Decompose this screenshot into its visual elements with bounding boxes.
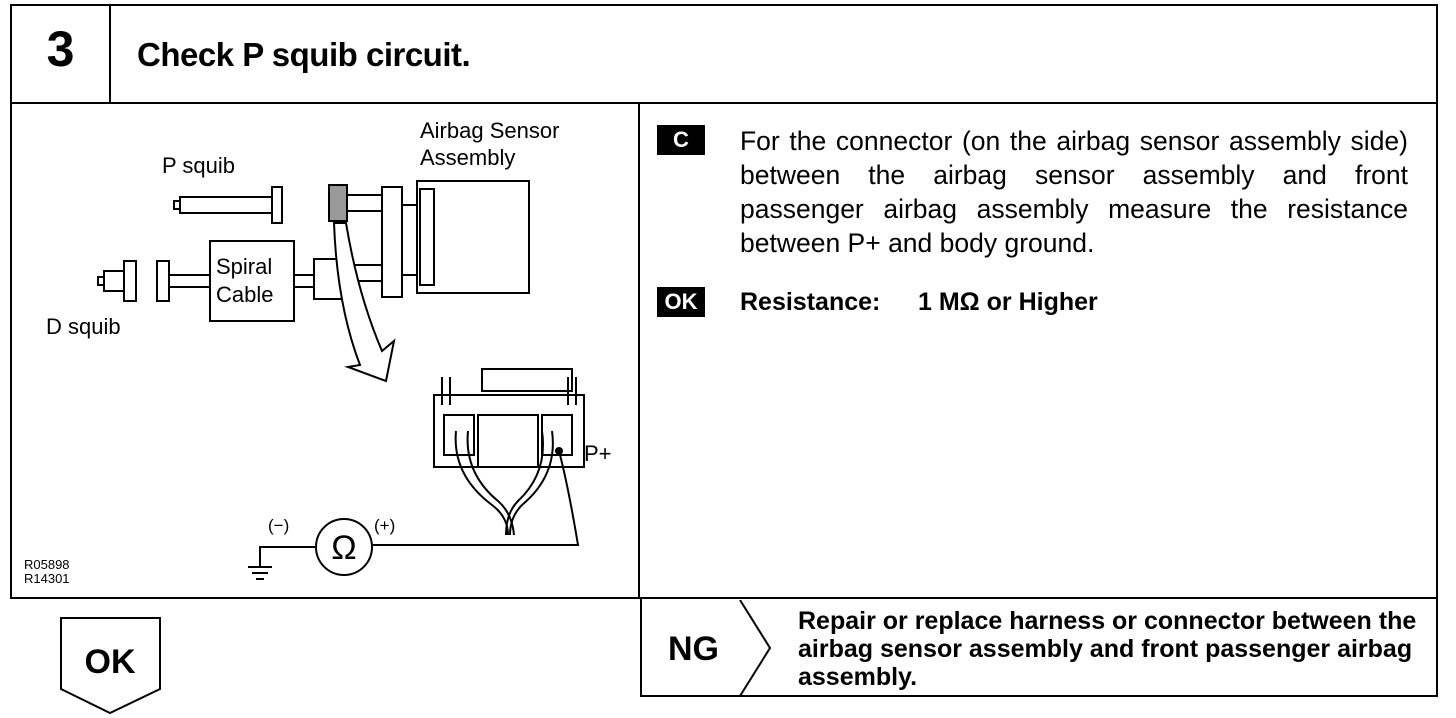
figure-code-1: R05898 [24, 557, 70, 572]
ng-result-box [640, 599, 1438, 697]
d-squib-plug [103, 270, 127, 292]
figure-code: R05898 R14301 [24, 558, 70, 586]
ng-label: NG [668, 630, 719, 668]
step-header [10, 4, 1438, 104]
negative-probe-label: (−) [268, 516, 290, 535]
step-number-cell [10, 4, 111, 104]
ng-action-text: Repair or replace harness or connector b… [798, 607, 1417, 691]
ok-flow-label: OK [84, 643, 136, 681]
d-squib-socket [156, 260, 170, 302]
spiral-label-1: Spiral [216, 254, 273, 279]
spiral-label-2: Cable [216, 282, 274, 307]
p-squib-label: P squib [162, 153, 235, 178]
connector-left-cavity [443, 414, 475, 456]
d-squib-flange [123, 260, 137, 302]
ohm-symbol: Ω [331, 529, 356, 567]
wire-right-outer [505, 430, 544, 536]
ng-chevron-icon [739, 600, 772, 696]
probe-lead-positive [372, 450, 580, 546]
connector-center-cavity [477, 414, 539, 468]
connector-diagram: Ω [97, 180, 585, 580]
spiral-cable-box [209, 240, 295, 322]
p-squib-plug [179, 196, 277, 214]
p-squib-flange [271, 186, 283, 224]
resistance-label: Resistance: [740, 288, 881, 316]
figure-code-2: R14301 [24, 571, 70, 586]
step-number: 3 [46, 21, 75, 77]
resistance-value: 1 MΩ or Higher [918, 288, 1098, 316]
wire-right [509, 430, 554, 536]
sensor-side-connector [381, 186, 403, 298]
ok-flow-arrow-icon [60, 617, 161, 715]
airbag-sensor-box [416, 180, 530, 294]
positive-probe-label: (+) [374, 516, 396, 535]
connector-top-tab [481, 368, 573, 392]
step-title: Check P squib circuit. [137, 36, 471, 73]
ok-badge: OK [657, 287, 705, 317]
check-badge: C [657, 125, 705, 155]
zoom-arrow [332, 222, 396, 383]
hatched-connector [328, 184, 348, 222]
instruction-text: For the connector (on the airbag sensor … [740, 126, 1408, 258]
d-squib-label: D squib [46, 314, 121, 339]
airbag-sensor-label-2: Assembly [420, 145, 516, 170]
airbag-sensor-label-1: Airbag Sensor [420, 118, 560, 143]
step-body [10, 103, 1438, 599]
column-divider [638, 103, 640, 599]
airbag-sensor-inner [419, 188, 435, 286]
p-plus-label: P+ [584, 441, 612, 466]
probe-lead-negative [259, 546, 316, 567]
